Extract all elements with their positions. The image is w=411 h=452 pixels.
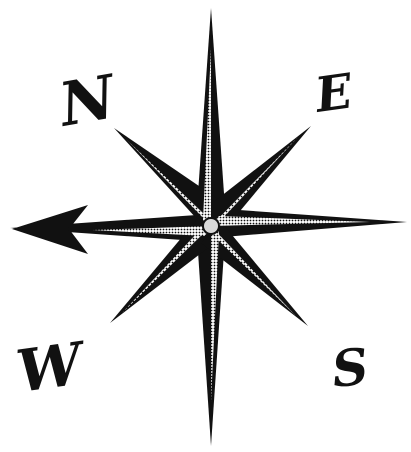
west-label: W xyxy=(12,329,91,406)
south-label: S xyxy=(329,336,371,398)
north-label: N xyxy=(52,62,122,141)
east-label: E xyxy=(310,63,357,124)
arrowhead-icon xyxy=(12,205,92,254)
shade-lower-right xyxy=(211,226,296,316)
compass-center xyxy=(203,218,219,234)
